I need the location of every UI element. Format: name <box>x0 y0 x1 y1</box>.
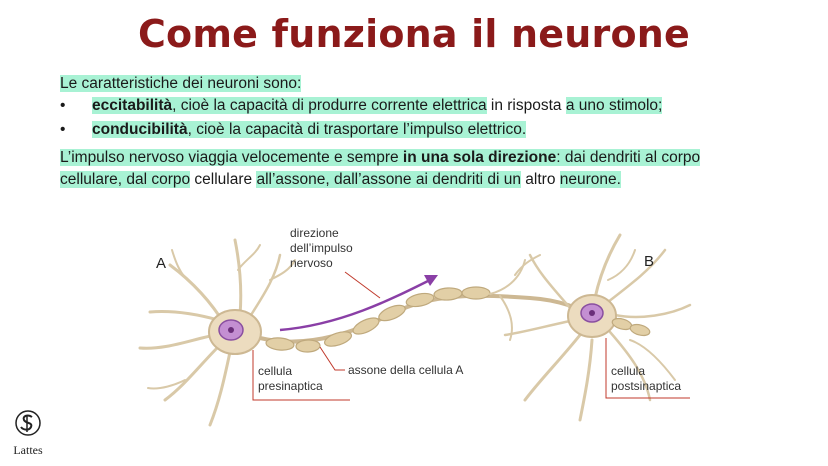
para-text-d: cellulare, dal corpo <box>60 171 191 188</box>
slide-body: Le caratteristiche dei neuroni sono: • ec… <box>60 73 800 191</box>
bullet-item-2: • conducibilità, cioè la capacità di tras… <box>60 119 800 141</box>
slide-title: Come funziona il neurone <box>137 12 691 56</box>
bullet-1-desc: , cioè la capacità di produrre corrente … <box>172 97 487 114</box>
label-b: B <box>644 253 654 270</box>
bullet-1-term: eccitabilità <box>92 97 173 114</box>
direction-label-2: dell’impulso <box>290 241 353 255</box>
intro-line: Le caratteristiche dei neuroni sono: <box>60 73 800 95</box>
post-leader-line <box>605 338 690 399</box>
bullet-2-desc: , cioè la capacità di trasportare l’impu… <box>187 121 527 138</box>
para-text-e: cellulare <box>190 171 257 188</box>
para-text-f: all’assone, dall’assone ai dendriti di u… <box>256 171 521 188</box>
label-a: A <box>156 255 166 272</box>
arrowhead-icon <box>424 275 438 286</box>
pre-label-1: cellula <box>258 364 292 378</box>
axon-b <box>611 317 651 337</box>
pre-leader-line <box>252 350 350 401</box>
nucleolus-b <box>589 310 595 316</box>
bullet-dot-icon: • <box>60 97 66 114</box>
paragraph-line-1: L’impulso nervoso viaggia velocemente e … <box>60 147 800 169</box>
direction-label-3: nervoso <box>290 256 333 270</box>
myelin-sheath <box>265 286 491 353</box>
axon-leader-line <box>319 346 345 371</box>
bullet-1-end: a uno stimolo; <box>565 97 663 114</box>
lattes-logo: Lattes <box>6 408 50 458</box>
bullet-dot-icon: • <box>60 121 66 138</box>
pre-label-2: presinaptica <box>258 379 323 393</box>
neuron-diagram: A B direzione dell’impulso nervoso asson… <box>138 226 692 427</box>
impulse-direction-arrow <box>279 278 431 332</box>
paragraph-line-2: cellulare, dal corpo cellulare all’asson… <box>60 169 800 191</box>
dendrites-a <box>138 238 296 427</box>
para-emphasis: in una sola direzione <box>402 149 557 166</box>
para-text-a: L’impulso nervoso viaggia velocemente e … <box>60 149 403 166</box>
post-label-2: postsinaptica <box>611 379 681 393</box>
lattes-logo-text: Lattes <box>13 443 43 457</box>
para-text-c: : dai dendriti al corpo <box>556 149 701 166</box>
direction-leader-line <box>344 271 381 299</box>
bullet-2-term: conducibilità <box>92 121 188 138</box>
para-text-h: neurone. <box>559 171 621 188</box>
axon-label: assone della cellula A <box>348 363 463 377</box>
nucleolus-a <box>228 327 234 333</box>
direction-label-1: direzione <box>290 226 339 240</box>
lattes-logo-icon <box>15 410 41 436</box>
axon-terminals <box>489 254 541 341</box>
bullet-item-1: • eccitabilità, cioè la capacità di produ… <box>60 95 800 117</box>
impulse-paragraph: L’impulso nervoso viaggia velocemente e … <box>60 147 800 191</box>
intro-text: Le caratteristiche dei neuroni sono: <box>60 75 302 92</box>
para-text-g: altro <box>520 171 560 188</box>
bullet-1-plain: in risposta <box>486 97 566 114</box>
post-label-1: cellula <box>611 364 645 378</box>
